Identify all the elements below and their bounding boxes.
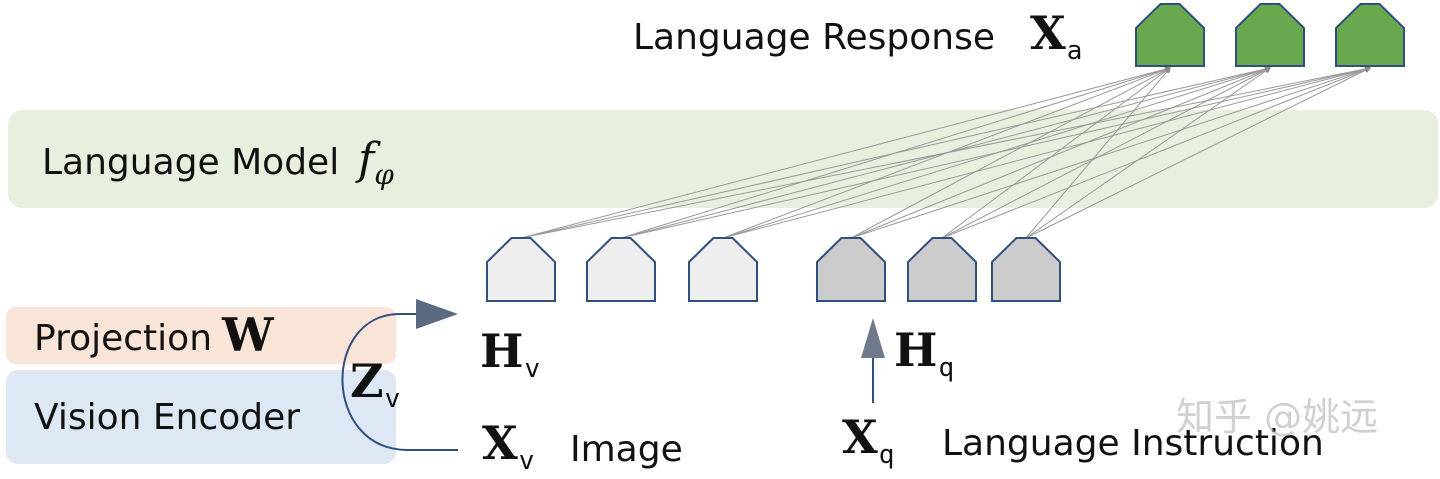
projection-arrowhead (416, 299, 458, 329)
instruction-token-2 (907, 237, 977, 302)
w-symbol: W (222, 308, 274, 362)
language-model-label: Language Model (42, 142, 340, 183)
f-base: f (358, 134, 375, 185)
hv-symbol: Hv (480, 328, 540, 382)
hv-base: H (480, 324, 524, 378)
zv-sub: v (384, 384, 401, 414)
xq-base: X (842, 410, 878, 464)
connection-line-1 (520, 66, 1172, 239)
hq-symbol: Hq (894, 327, 954, 381)
attention-connections (520, 66, 1372, 239)
phi-sub: φ (374, 158, 394, 191)
projection-curve-arrow (341, 313, 458, 451)
language-instruction-label: Language Instruction (942, 423, 1324, 464)
visual-token-3 (688, 237, 758, 302)
connection-line-11 (850, 67, 1272, 239)
connection-line-10 (850, 67, 1172, 239)
instruction-token-1 (816, 237, 886, 302)
xq-symbol: Xq (842, 414, 894, 468)
connection-line-14 (941, 67, 1272, 239)
f-phi-symbol: fφ (358, 138, 394, 189)
connection-line-12 (850, 66, 1372, 239)
connection-line-18 (1025, 67, 1372, 239)
connection-line-4 (620, 66, 1172, 239)
instruction-token-3 (991, 237, 1061, 302)
xa-sub: a (1066, 36, 1083, 66)
connection-line-8 (722, 66, 1272, 239)
watermark: 知乎 @姚远 (1176, 395, 1379, 439)
connection-line-13 (941, 67, 1171, 239)
tokens (486, 3, 1405, 302)
xa-symbol: Xa (1030, 10, 1082, 64)
zv-base: Z (350, 354, 384, 408)
connection-line-15 (941, 66, 1372, 239)
connection-line-16 (1025, 67, 1171, 239)
response-token-2 (1235, 3, 1305, 67)
hq-sub: q (938, 353, 955, 383)
zv-symbol: Zv (350, 358, 400, 412)
visual-token-1 (486, 237, 556, 302)
connection-line-9 (722, 66, 1372, 239)
xv-symbol: Xv (482, 420, 534, 474)
response-token-3 (1335, 3, 1405, 67)
image-label: Image (570, 429, 683, 470)
connection-line-7 (722, 66, 1172, 239)
hq-base: H (894, 323, 938, 377)
instruction-arrowhead (861, 318, 885, 358)
response-token-1 (1135, 3, 1205, 67)
hv-sub: v (524, 354, 541, 384)
projection-band (6, 307, 396, 364)
xv-base: X (482, 416, 518, 470)
language-response-label: Language Response (633, 17, 996, 58)
xq-sub: q (878, 440, 895, 470)
vision-encoder-label: Vision Encoder (34, 397, 301, 438)
visual-token-2 (586, 237, 656, 302)
vision-encoder-band (6, 370, 396, 464)
xa-base: X (1030, 6, 1066, 60)
projection-label: Projection (34, 318, 213, 359)
xv-sub: v (518, 446, 535, 476)
connection-line-17 (1025, 67, 1271, 239)
